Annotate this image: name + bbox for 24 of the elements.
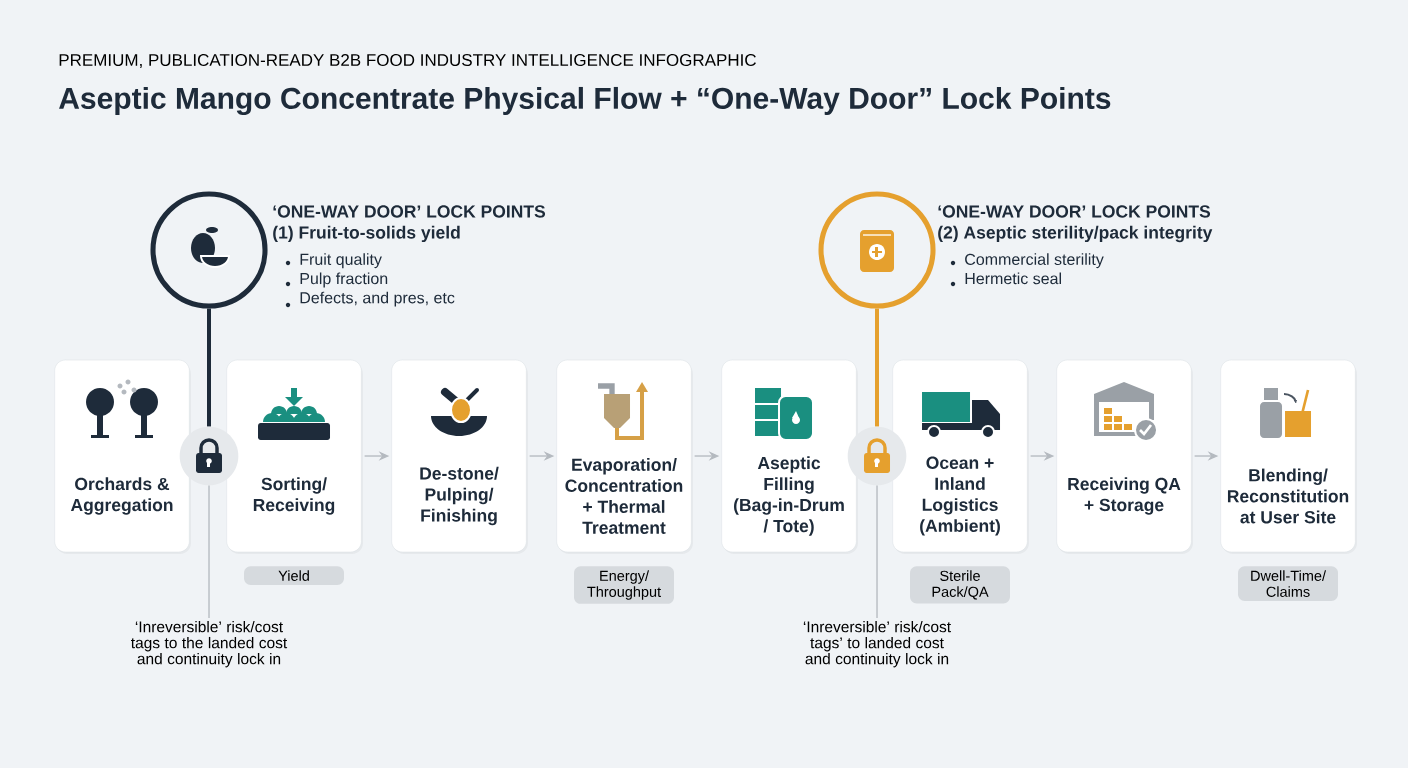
- padlock-circle: [179, 426, 239, 486]
- bullet-list: Commercial sterility Hermetic seal: [950, 253, 1104, 287]
- lock-point-heading: ‘ONE-WAY DOOR’ LOCK POINTS (2) Aseptic sterility/pack integrity: [938, 205, 1213, 243]
- connector-line: [207, 308, 211, 427]
- subtitle: PREMIUM, PUBLICATION-READY B2B FOOD INDUSTRY INTELLIGENCE INFOGRAPHIC: [59, 53, 756, 69]
- lock-point-heading: ‘ONE-WAY DOOR’ LOCK POINTS (1) Fruit-to-solids yield: [273, 205, 546, 243]
- process-box: Blending/ Reconstitution at User Site: [1220, 359, 1357, 554]
- process-box: Sorting/ Receiving: [226, 359, 363, 554]
- process-box: Orchards & Aggregation: [54, 359, 191, 554]
- tag: Energy/ Throughput: [574, 566, 674, 604]
- bullet-list: Fruit quality Pulp fraction Defects, and pres, etc: [285, 253, 455, 308]
- process-box: De-stone/ Pulping/ Finishing: [391, 359, 528, 554]
- tag: Yield: [244, 566, 344, 585]
- tag: Sterile Pack/QA: [910, 566, 1010, 604]
- connector-line: [875, 308, 879, 427]
- title: Aseptic Mango Concentrate Physical Flow + “One-Way Door” Lock Points: [59, 86, 1111, 116]
- note-text: ‘Inreversible’ risk/cost tags to the landed cost and continuity lock in: [131, 620, 288, 668]
- note-text: ‘Inreversible’ risk/cost tags’ to landed cost and continuity lock in: [803, 620, 951, 668]
- process-box: Receiving QA + Storage: [1056, 359, 1193, 554]
- process-box: Evaporation/ Concentration + Thermal Treatment: [556, 359, 693, 554]
- padlock-circle: [847, 426, 907, 486]
- connector-line: [876, 484, 878, 619]
- tag: Dwell-Time/ Claims: [1238, 566, 1338, 601]
- connector-line: [208, 484, 210, 619]
